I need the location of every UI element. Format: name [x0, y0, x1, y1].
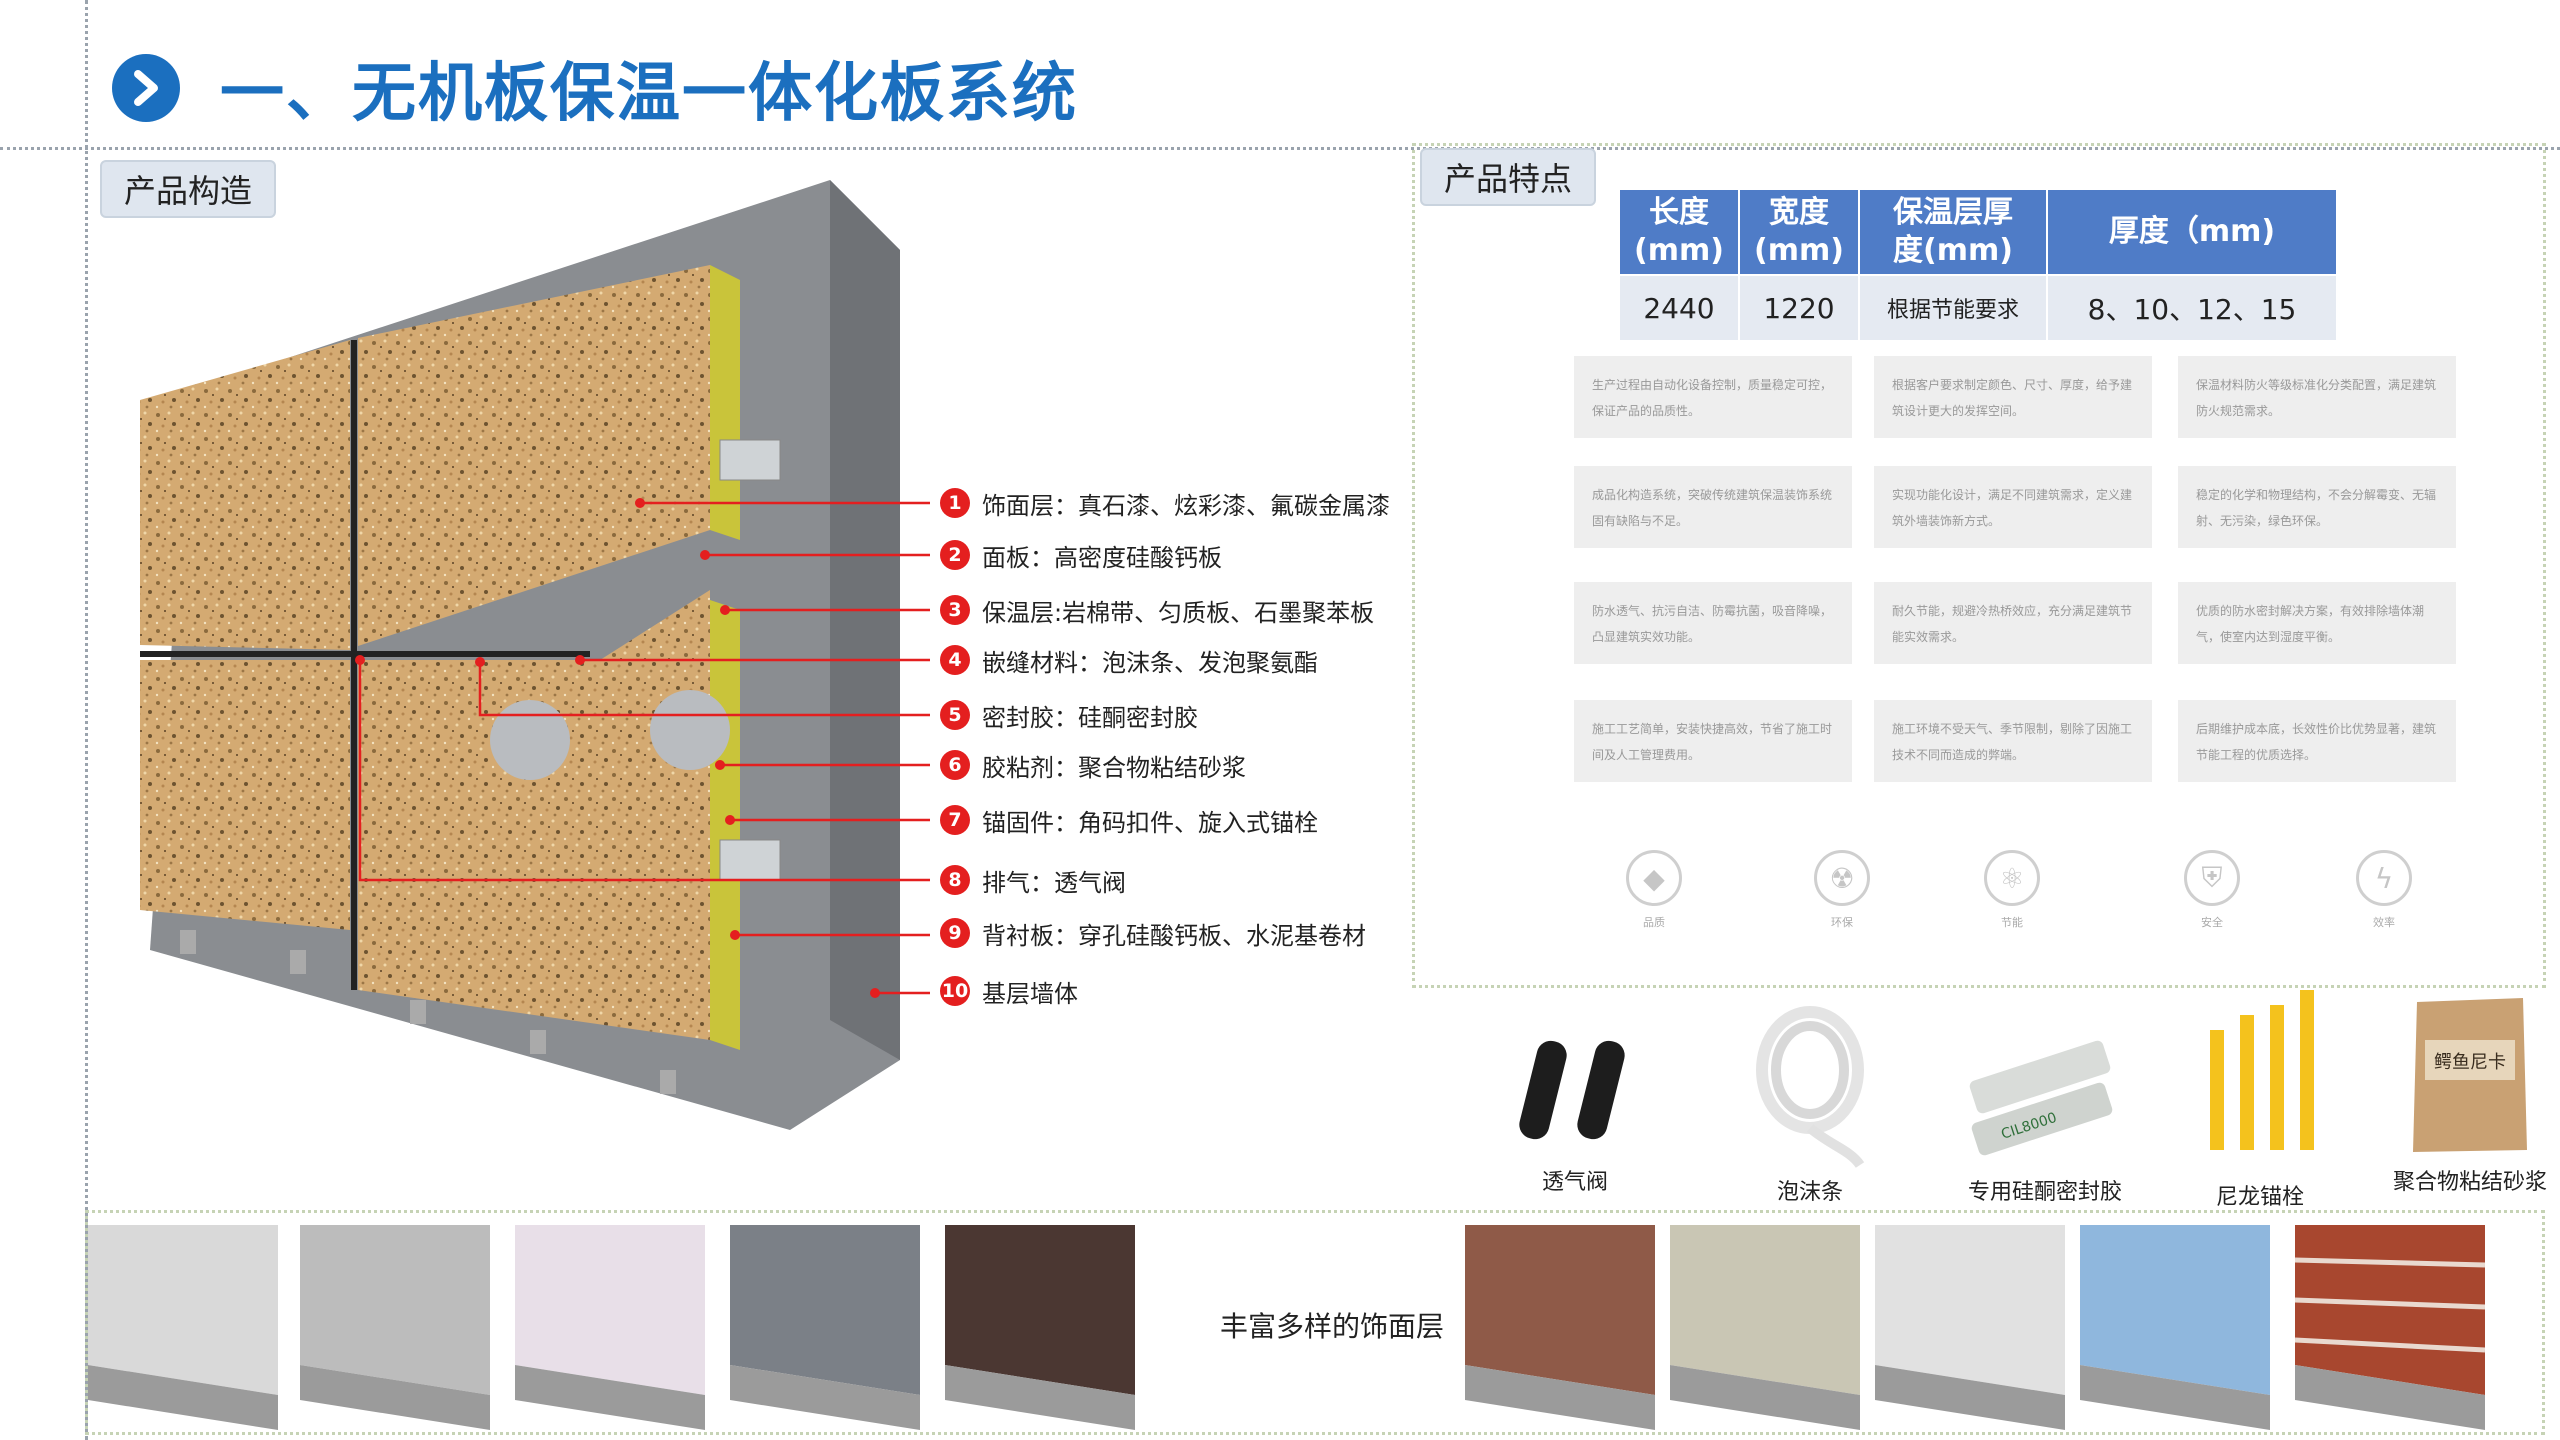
feature-card: 保温材料防火等级标准化分类配置，满足建筑防火规范需求。 — [2178, 356, 2456, 438]
spec-table: 长度(mm) 宽度(mm) 保温层厚度(mm) 厚度（mm) 2440 1220… — [1618, 188, 2338, 342]
spec-cell: 2440 — [1618, 274, 1740, 342]
finish-swatch — [515, 1225, 705, 1430]
feature-card: 根据客户要求制定颜色、尺寸、厚度，给予建筑设计更大的发挥空间。 — [1874, 356, 2152, 438]
svg-text:鳄鱼尼卡: 鳄鱼尼卡 — [2434, 1052, 2506, 1073]
insulation-layer — [710, 265, 740, 540]
finish-swatch — [1670, 1225, 1860, 1430]
feature-cards-grid: 生产过程由自动化设备控制，质量稳定可控，保证产品的品质性。 根据客户要求制定颜色… — [1574, 356, 2456, 796]
accessory-foam-strip: 泡沫条 — [1740, 1000, 1880, 1206]
page-header: 一、无机板保温一体化板系统 — [112, 38, 1078, 138]
finish-swatch — [730, 1225, 920, 1430]
feature-card: 生产过程由自动化设备控制，质量稳定可控，保证产品的品质性。 — [1574, 356, 1852, 438]
foam-strip-image — [1756, 1006, 1865, 1169]
finish-swatch — [300, 1225, 490, 1430]
accessory-vent-valve: 透气阀 — [1500, 1030, 1650, 1196]
spec-header-insulation: 保温层厚度(mm) — [1858, 188, 2048, 276]
diamond-icon: ◆品质 — [1622, 850, 1686, 930]
spec-cell: 8、10、12、15 — [2046, 274, 2338, 342]
feature-card: 优质的防水密封解决方案，有效排除墙体潮气，使室内达到湿度平衡。 — [2178, 582, 2456, 664]
mortar-bag-image: 鳄鱼尼卡 — [2413, 998, 2527, 1152]
decor-layer-label: 丰富多样的饰面层 — [1220, 1310, 1445, 1343]
accessory-nylon-anchor: 尼龙锚栓 — [2190, 985, 2330, 1211]
feature-card: 施工工艺简单，安装快捷高效，节省了施工时间及人工管理费用。 — [1574, 700, 1852, 782]
finish-swatch — [2295, 1225, 2485, 1430]
spec-cell: 根据节能要求 — [1858, 274, 2048, 342]
feature-card: 防水透气、抗污自洁、防霉抗菌，吸音降噪，凸显建筑实效功能。 — [1574, 582, 1852, 664]
atom-icon: ⚛节能 — [1980, 850, 2044, 930]
spec-cell: 1220 — [1738, 274, 1860, 342]
spec-header-width: 宽度(mm) — [1738, 188, 1860, 276]
feature-card: 实现功能化设计，满足不同建筑需求，定义建筑外墙装饰新方式。 — [1874, 466, 2152, 548]
finish-swatch — [1465, 1225, 1655, 1430]
spec-header-length: 长度(mm) — [1618, 188, 1740, 276]
nylon-anchor-image — [2210, 990, 2314, 1150]
chevron-right-icon — [112, 54, 180, 122]
page-title: 一、无机板保温一体化板系统 — [220, 57, 1078, 131]
shield-icon: ⛨安全 — [2180, 850, 2244, 930]
left-guide-line — [85, 0, 88, 1440]
finish-swatch — [945, 1225, 1135, 1430]
feature-card: 成品化构造系统，突破传统建筑保温装饰系统固有缺陷与不足。 — [1574, 466, 1852, 548]
section-tag-features: 产品特点 — [1420, 148, 1597, 206]
feature-card: 稳定的化学和物理结构，不会分解霉变、无辐射、无污染，绿色环保。 — [2178, 466, 2456, 548]
finish-swatch — [1875, 1225, 2065, 1430]
feature-card: 施工环境不受天气、季节限制，剔除了因施工技术不同而造成的弊端。 — [1874, 700, 2152, 782]
accessory-silicone-sealant: CIL8000 专用硅酮密封胶 — [1960, 1030, 2130, 1206]
finish-samples-panel — [85, 1210, 2545, 1435]
features-panel — [1412, 143, 2546, 988]
finish-swatch — [88, 1225, 278, 1430]
feature-card: 耐久节能，规避冷热桥效应，充分满足建筑节能实效需求。 — [1874, 582, 2152, 664]
finish-swatch — [2080, 1225, 2270, 1430]
spec-header-thickness: 厚度（mm) — [2046, 188, 2338, 276]
section-tag-structure: 产品构造 — [100, 160, 277, 218]
vent-valve-image — [1519, 1040, 1625, 1140]
top-guide-line — [0, 147, 2560, 150]
feature-card: 后期维护成本底，长效性价比优势显著，建筑节能工程的优质选择。 — [2178, 700, 2456, 782]
facade-panel — [140, 340, 350, 650]
silicone-sealant-image: CIL8000 — [1969, 1040, 2113, 1156]
radiation-icon: ☢环保 — [1810, 850, 1874, 930]
accessory-mortar-bag: 鳄鱼尼卡 聚合物粘结砂浆 — [2390, 990, 2550, 1196]
wall-system-illustration — [140, 180, 930, 1130]
